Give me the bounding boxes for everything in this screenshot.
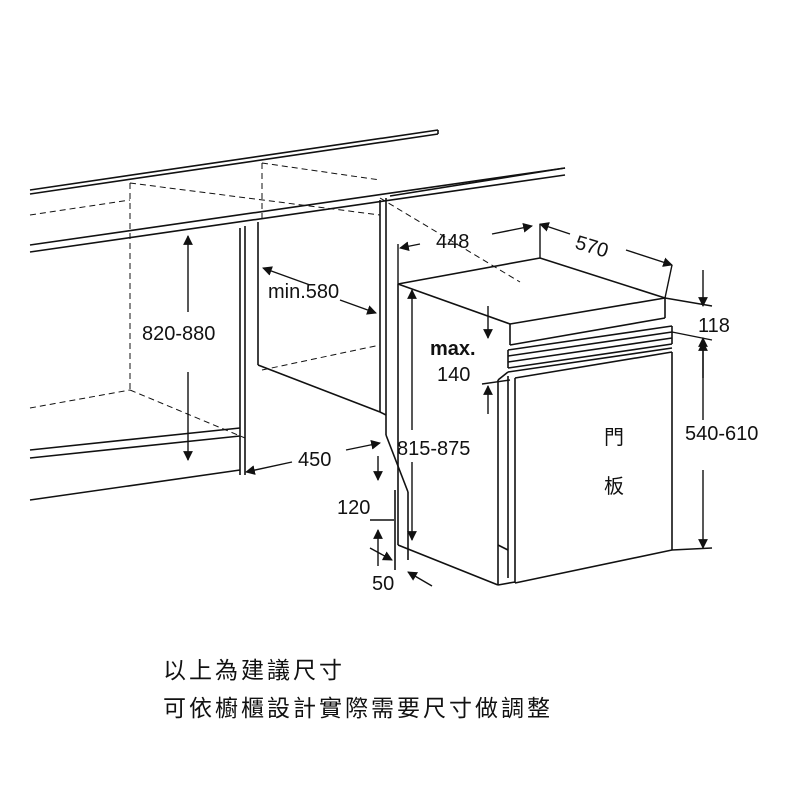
body-height-label: 815-875 [397,438,470,460]
dimension-lines [183,222,713,587]
door-panel-char-1: 門 [604,427,624,449]
bottom-width-arrow-right [345,439,381,451]
countertop [29,129,566,253]
max-value-label: 140 [437,364,470,386]
note-line-2: 可依櫥櫃設計實際需要尺寸做調整 [163,696,553,722]
top-width-arrow-right [491,222,533,235]
plinth-depth-label: 50 [372,573,394,595]
plinth-height-label: 120 [337,497,370,519]
notes: 以上為建議尺寸 可依櫥櫃設計實際需要尺寸做調整 [163,652,763,728]
plinth-depth-arrow-left [369,547,393,561]
top-depth-label: 570 [573,232,611,263]
door-panel [497,351,673,584]
note-line-1: 以上為建議尺寸 [163,658,345,684]
cabinet-niche [29,198,387,501]
top-width-arrow-left [399,241,421,252]
top-depth-arrow-right [625,249,673,267]
door-height-label: 540-610 [685,423,758,445]
top-depth-arrow-left [539,222,571,235]
dishwasher-installation-diagram: 820-880 min.580 450 448 570 118 max. 140… [29,129,758,595]
top-width-label: 448 [436,231,469,253]
plinth-depth-arrow-right [407,571,433,587]
plinth [385,434,409,570]
bottom-width-arrow-left [245,461,293,475]
bottom-width-label: 450 [298,449,331,471]
min-depth-leader-end [339,299,377,315]
top-gap-label: 118 [698,315,730,337]
niche-height-label: 820-880 [142,323,215,345]
door-panel-char-2: 板 [604,475,624,498]
min-depth-leader-start [262,266,311,286]
max-label: max. [430,338,476,360]
dishwasher-body [397,257,673,586]
min-depth-label: min.580 [268,281,339,303]
